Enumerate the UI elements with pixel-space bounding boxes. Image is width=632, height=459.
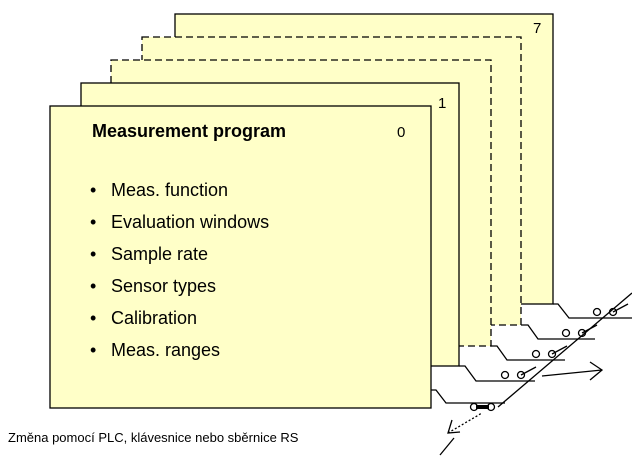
bullet-icon: • (90, 180, 96, 200)
common-bus-line (497, 292, 632, 408)
switch-direction-arrow (541, 369, 603, 377)
wire-1 (459, 365, 535, 382)
list-item: Meas. function (111, 180, 228, 200)
program-number-0: 0 (397, 124, 405, 141)
list-item: Evaluation windows (111, 212, 269, 232)
program-title: Measurement program (92, 121, 286, 141)
list-item: Calibration (111, 308, 197, 328)
bullet-icon: • (90, 308, 96, 328)
caption-group: Změna pomocí PLC, klávesnice nebo sběrni… (8, 412, 483, 456)
wire-0 (431, 389, 505, 404)
contact-7a (592, 307, 602, 317)
list-item: Sample rate (111, 244, 208, 264)
caption-leader-line (447, 412, 483, 434)
program-number-1: 1 (438, 95, 446, 112)
list-item: Sensor types (111, 276, 216, 296)
wire-d2 (491, 345, 565, 361)
program-card-0: Measurement program 0 • Meas. function •… (49, 105, 432, 409)
feature-list: • Meas. function • Evaluation windows • … (90, 180, 269, 360)
bullet-icon: • (90, 212, 96, 232)
selector-wires (431, 292, 632, 412)
bullet-icon: • (90, 244, 96, 264)
program-number-7: 7 (533, 20, 541, 37)
caption-text: Změna pomocí PLC, klávesnice nebo sběrni… (8, 430, 299, 445)
bullet-icon: • (90, 340, 96, 360)
bullet-icon: • (90, 276, 96, 296)
wire-7 (553, 303, 632, 319)
caption-arrow-head (447, 419, 461, 434)
caption-arrow-tail (439, 437, 455, 456)
wire-d1 (521, 324, 595, 340)
list-item: Meas. ranges (111, 340, 220, 360)
